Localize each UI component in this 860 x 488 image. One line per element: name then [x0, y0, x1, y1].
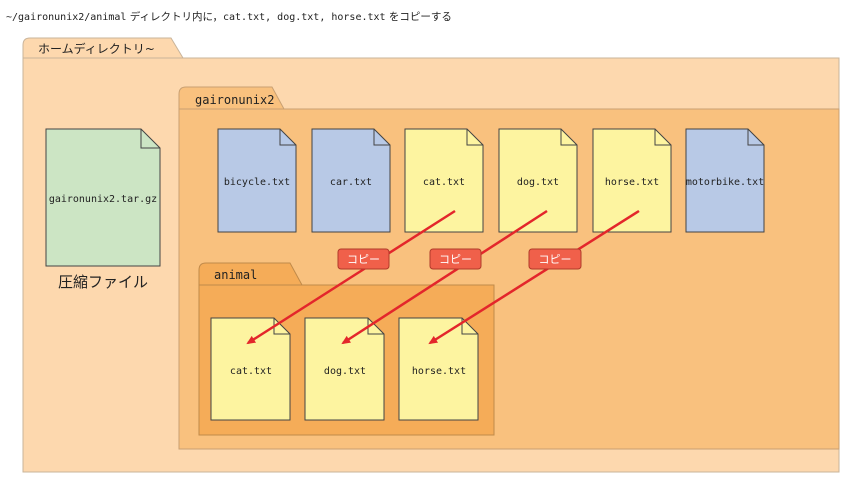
caption-path: ~/gaironunix2/animal — [6, 12, 127, 23]
archive-filename: gaironunix2.tar.gz — [49, 194, 157, 205]
copy-arrow-horse — [428, 209, 640, 345]
copy-badge: コピー — [528, 248, 582, 270]
file-label: motorbike.txt — [686, 177, 764, 188]
animal-folder-label: animal — [214, 268, 257, 282]
file-dog[interactable]: dog.txt — [498, 128, 578, 233]
copy-badge-label: コピー — [347, 253, 380, 266]
copy-arrow-cat — [246, 209, 456, 345]
file-motorbike[interactable]: motorbike.txt — [685, 128, 765, 233]
file-horse[interactable]: horse.txt — [592, 128, 672, 233]
copy-badge-label: コピー — [539, 253, 572, 266]
file-label: horse.txt — [412, 366, 466, 377]
animal-file-horse[interactable]: horse.txt — [398, 317, 479, 421]
caption-text-end: をコピーする — [385, 11, 452, 23]
archive-caption: 圧縮ファイル — [58, 273, 148, 291]
file-bicycle[interactable]: bicycle.txt — [217, 128, 297, 233]
file-label: car.txt — [330, 177, 372, 188]
file-label: bicycle.txt — [224, 177, 290, 188]
file-label: dog.txt — [324, 366, 366, 377]
copy-arrow-dog — [341, 209, 548, 345]
archive-file[interactable]: gaironunix2.tar.gz — [45, 128, 161, 267]
animal-file-cat[interactable]: cat.txt — [210, 317, 291, 421]
caption-text-mid: ディレクトリ内に， — [126, 11, 223, 23]
file-label: cat.txt — [423, 177, 465, 188]
file-label: dog.txt — [517, 177, 559, 188]
home-folder-label: ホームディレクトリ~ — [38, 41, 155, 56]
file-label: horse.txt — [605, 177, 659, 188]
file-label: cat.txt — [230, 366, 272, 377]
copy-badge: コピー — [337, 248, 390, 270]
copy-badge-label: コピー — [439, 253, 472, 266]
file-car[interactable]: car.txt — [311, 128, 391, 233]
caption-files: cat.txt, dog.txt, horse.txt — [223, 12, 386, 23]
instruction-caption: ~/gaironunix2/animal ディレクトリ内に，cat.txt, d… — [6, 9, 452, 24]
animal-file-dog[interactable]: dog.txt — [304, 317, 385, 421]
gaironunix2-folder-label: gaironunix2 — [195, 93, 274, 107]
copy-badge: コピー — [429, 248, 482, 270]
file-cat[interactable]: cat.txt — [404, 128, 484, 233]
